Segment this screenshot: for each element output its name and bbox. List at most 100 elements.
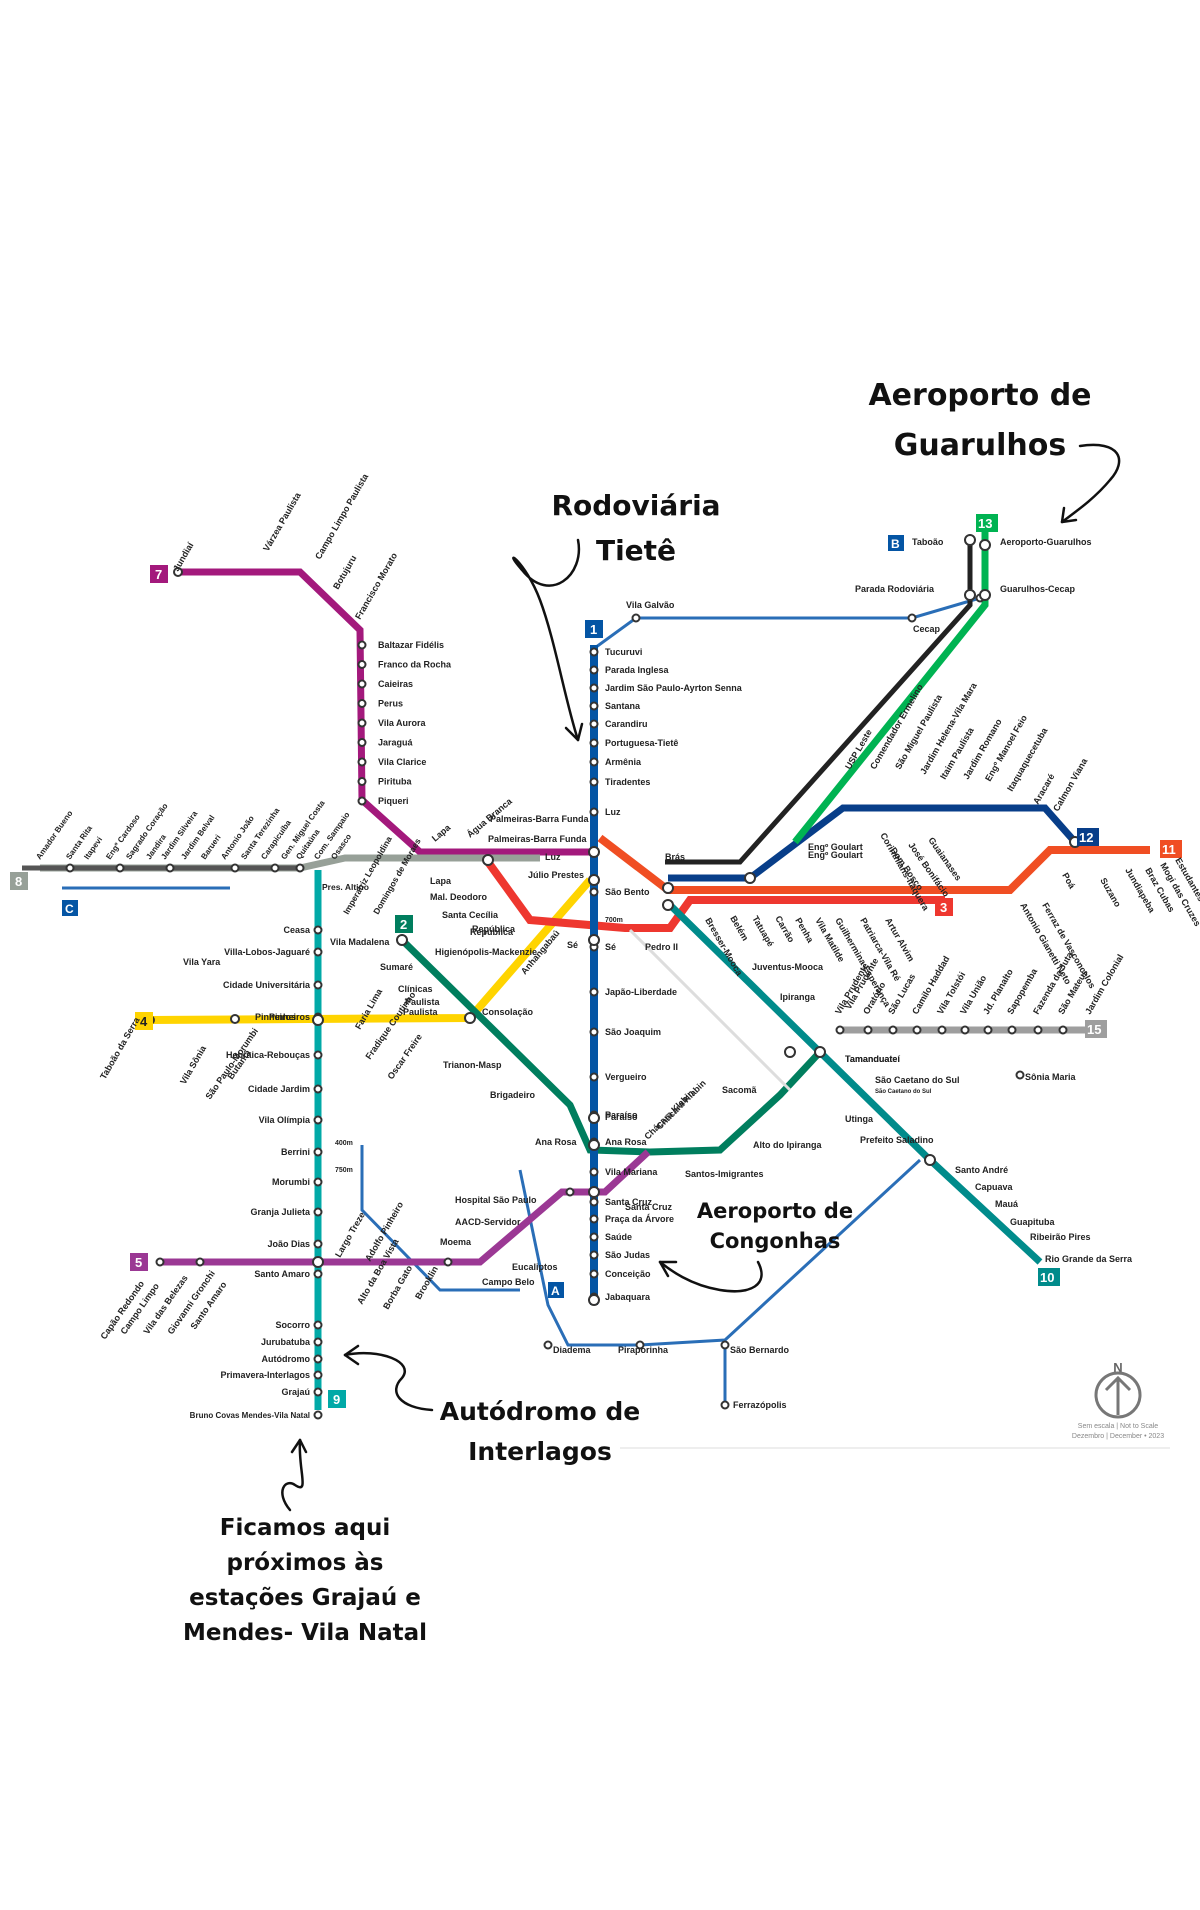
station-label-line1-4[interactable]: Carandiru bbox=[605, 719, 648, 729]
station-label-line11-9[interactable]: Poá bbox=[1060, 871, 1077, 891]
station-label-other-3[interactable]: Parada Rodoviária bbox=[855, 584, 935, 594]
station-dot-line15-4[interactable] bbox=[937, 1025, 947, 1035]
station-label-line2-6[interactable]: Brigadeiro bbox=[490, 1090, 536, 1100]
station-label-other-8[interactable]: São Bernardo bbox=[730, 1345, 790, 1355]
station-label-line1-22[interactable]: Jabaquara bbox=[605, 1292, 651, 1302]
station-dot-line1-8[interactable] bbox=[589, 807, 599, 817]
station-label-line7-4[interactable]: Francisco Morato bbox=[353, 551, 399, 621]
station-dot-line1-21[interactable] bbox=[589, 1269, 599, 1279]
station-label-line1-19[interactable]: Saúde bbox=[605, 1232, 632, 1242]
badge-line-13[interactable] bbox=[976, 514, 998, 532]
station-label-line12-2[interactable]: Engº Goulart bbox=[808, 842, 863, 852]
station-label-other-4[interactable]: Sônia Maria bbox=[1025, 1072, 1077, 1082]
station-dot-line9-11[interactable] bbox=[313, 1269, 323, 1279]
station-label-line1-8[interactable]: Luz bbox=[605, 807, 621, 817]
station-label-line7-8[interactable]: Perus bbox=[378, 699, 403, 709]
badge-line-11[interactable] bbox=[1160, 840, 1182, 858]
station-dot-jundiai[interactable] bbox=[173, 567, 183, 577]
station-dot-line5-1[interactable] bbox=[195, 1257, 205, 1267]
station-label-line5-10[interactable]: Campo Belo bbox=[482, 1277, 535, 1287]
station-label-line12-5[interactable]: São Miguel Paulista bbox=[893, 692, 944, 771]
station-dot-line8-4[interactable] bbox=[270, 863, 280, 873]
station-label-line7-2[interactable]: Campo Limpo Paulista bbox=[313, 471, 371, 561]
station-label-line9-12[interactable]: Socorro bbox=[275, 1320, 310, 1330]
station-label-line1-6[interactable]: Armênia bbox=[605, 757, 642, 767]
station-label-line2-11[interactable]: Alto do Ipiranga bbox=[753, 1140, 822, 1150]
badge-line-15[interactable] bbox=[1085, 1020, 1107, 1038]
station-label-line7-5[interactable]: Baltazar Fidélis bbox=[378, 640, 444, 650]
station-dot-line9-13[interactable] bbox=[313, 1337, 323, 1347]
station-label-line8-19[interactable]: Lapa bbox=[430, 876, 452, 886]
station-label-line10-2[interactable]: Tamanduateí bbox=[845, 1054, 900, 1064]
station-dot-line9-8[interactable] bbox=[313, 1177, 323, 1187]
station-dot-interchange-18[interactable] bbox=[979, 539, 991, 551]
station-label-line9-6[interactable]: Vila Olímpia bbox=[259, 1115, 311, 1125]
station-label-line1-7[interactable]: Tiradentes bbox=[605, 777, 650, 787]
badge-line-3[interactable] bbox=[935, 898, 953, 916]
badge-line-a[interactable] bbox=[548, 1282, 564, 1298]
station-label-line2-0[interactable]: Vila Madalena bbox=[330, 937, 390, 947]
station-label-other-1[interactable]: Cecap bbox=[913, 624, 941, 634]
station-dot-other-2[interactable] bbox=[907, 613, 917, 623]
station-label-walk-2[interactable]: 750m bbox=[335, 1167, 353, 1174]
station-dot-line7-11[interactable] bbox=[357, 757, 367, 767]
badge-line-4[interactable] bbox=[135, 1012, 153, 1030]
station-label-line2-5[interactable]: Trianon-Masp bbox=[443, 1060, 502, 1070]
station-label-line11-11[interactable]: Suzano bbox=[1098, 876, 1123, 909]
station-label-line10-9[interactable]: Guapituba bbox=[1010, 1217, 1055, 1227]
station-dot-interchange-12[interactable] bbox=[662, 882, 674, 894]
station-dot-line7-13[interactable] bbox=[357, 796, 367, 806]
station-label-line1-14[interactable]: Paraíso bbox=[605, 1110, 638, 1120]
station-dot-interchange-21[interactable] bbox=[964, 589, 976, 601]
badge-line-12[interactable] bbox=[1077, 828, 1099, 846]
station-dot-interchange-1[interactable] bbox=[588, 874, 600, 886]
station-dot-line7-6[interactable] bbox=[357, 660, 367, 669]
station-label-line5-5[interactable]: Largo Treze bbox=[333, 1210, 367, 1259]
station-dot-line9-16[interactable] bbox=[313, 1387, 323, 1397]
station-label-line3-6[interactable]: Pedro II bbox=[645, 942, 678, 952]
station-dot-interchange-19[interactable] bbox=[964, 534, 976, 546]
station-dot-other-4[interactable] bbox=[635, 1340, 645, 1350]
station-label-line13-0[interactable]: Engº Goulart bbox=[808, 850, 863, 860]
station-dot-line4-1[interactable] bbox=[230, 1014, 240, 1024]
station-label-line4-6[interactable]: Faria Lima bbox=[353, 986, 385, 1031]
station-dot-line7-9[interactable] bbox=[357, 718, 367, 728]
station-dot-line7-8[interactable] bbox=[357, 699, 367, 708]
station-label-line10-8[interactable]: Mauá bbox=[995, 1199, 1019, 1209]
station-label-line1-20[interactable]: São Judas bbox=[605, 1250, 650, 1260]
station-dot-other-5[interactable] bbox=[720, 1340, 730, 1350]
station-label-line3-10[interactable]: Tatuapé bbox=[750, 914, 776, 948]
station-label-line3-2[interactable]: Santa Cecília bbox=[442, 910, 499, 920]
station-label-line2-13[interactable]: Tamanduateí bbox=[845, 1054, 900, 1064]
station-label-line10-4[interactable]: Utinga bbox=[845, 1114, 874, 1124]
station-dot-line7-5[interactable] bbox=[357, 640, 367, 650]
station-label-line13-2[interactable]: Aeroporto-Guarulhos bbox=[1000, 537, 1092, 547]
station-label-other-6[interactable]: Diadema bbox=[553, 1345, 592, 1355]
station-dot-interchange-11[interactable] bbox=[482, 854, 494, 866]
station-dot-line1-17[interactable] bbox=[589, 1197, 599, 1207]
station-dot-line9-5[interactable] bbox=[313, 1084, 323, 1094]
badge-line-10[interactable] bbox=[1038, 1268, 1060, 1286]
station-dot-line15-8[interactable] bbox=[1033, 1025, 1043, 1035]
badge-line-b[interactable] bbox=[888, 535, 904, 551]
station-label-line10-6[interactable]: Santo André bbox=[955, 1165, 1008, 1175]
station-label-other-0[interactable]: Vila Galvão bbox=[626, 600, 675, 610]
station-dot-line9-9[interactable] bbox=[313, 1207, 323, 1217]
station-dot-interchange-14[interactable] bbox=[744, 872, 756, 884]
station-dot-line1-0[interactable] bbox=[589, 647, 599, 657]
station-label-line7-14[interactable]: Lapa bbox=[430, 822, 453, 844]
station-dot-line9-2[interactable] bbox=[313, 980, 323, 990]
station-dot-line8-3[interactable] bbox=[230, 863, 240, 873]
station-label-line2-7[interactable]: Paraíso bbox=[605, 1112, 638, 1122]
station-label-other-7[interactable]: Piraporinha bbox=[618, 1345, 669, 1355]
station-label-line2-3[interactable]: Paulista bbox=[403, 1007, 439, 1017]
station-label-line9-9[interactable]: Granja Julieta bbox=[250, 1207, 311, 1217]
station-label-line10-0[interactable]: Juventus-Mooca bbox=[752, 962, 824, 972]
station-dot-line1-7[interactable] bbox=[589, 777, 599, 787]
station-label-line8-20[interactable]: Júlio Prestes bbox=[528, 870, 584, 880]
badge-line-9[interactable] bbox=[328, 1390, 346, 1408]
station-dot-line7-12[interactable] bbox=[357, 777, 367, 786]
station-label-line10-5[interactable]: Prefeito Saladino bbox=[860, 1135, 934, 1145]
station-label-other-9[interactable]: Ferrazópolis bbox=[733, 1400, 787, 1410]
station-label-line9-10[interactable]: João Dias bbox=[267, 1239, 310, 1249]
